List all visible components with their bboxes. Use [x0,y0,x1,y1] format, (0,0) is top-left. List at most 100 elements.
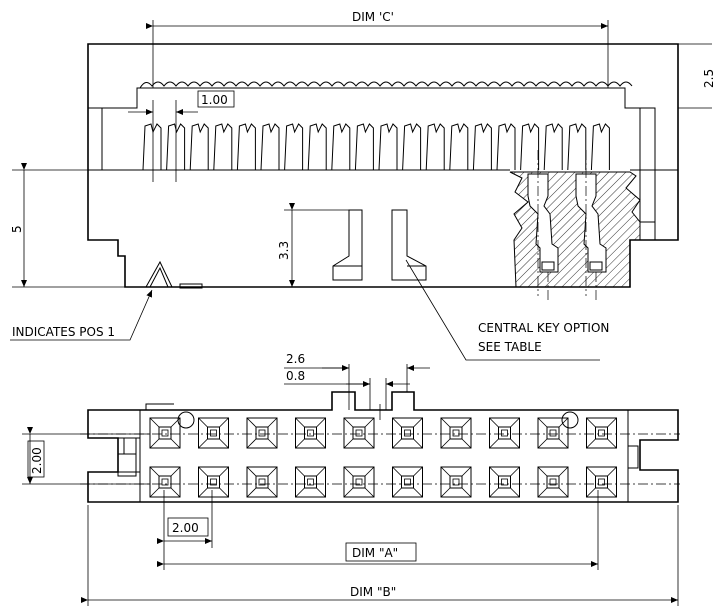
contact-tooth [260,123,280,171]
contact-tooth [472,123,492,171]
contact-cell-inner [255,475,269,489]
contact-cell-inner [595,475,608,489]
central-key-note-line1: CENTRAL KEY OPTION [478,321,609,335]
row-centerlines [80,433,680,485]
contact-cell-outer [295,417,326,449]
contact-cell [440,417,472,449]
contact-cell-core [501,478,508,486]
contact-cell [537,466,569,498]
dim-row-pitch-label: 2.00 [30,447,44,474]
contact-cell-core [210,429,217,437]
contact-cell [246,466,278,498]
contact-cell-inner [401,475,414,489]
contact-cell-inner [595,426,608,440]
dim-pitch-1: 1.00 [128,90,235,182]
contact-cell-core [161,478,169,486]
contact-cell-bevel [440,417,472,449]
contact-cell-inner [352,426,366,440]
dim-0-8-label: 0.8 [286,369,305,383]
contact-cell-bevel [295,466,326,498]
contact-cell-outer [149,466,181,498]
contact-tooth [402,123,422,171]
central-key-note-line2: SEE TABLE [478,340,542,354]
contact-cell-bevel [343,417,375,449]
pos1-callout: INDICATES POS 1 [10,289,153,341]
contact-tooth [331,123,351,171]
contact-cell-core [258,429,266,437]
contact-cell [440,466,472,498]
contact-tooth [142,123,162,171]
contact-cell-bevel [198,466,229,498]
dim-col-pitch-label: 2.00 [172,521,199,535]
contact-cell-core [598,478,605,486]
contact-tooth [449,123,469,171]
contact-cell-inner [498,475,511,489]
contact-cell-inner [401,426,414,440]
dim-0-8: 0.8 [284,369,410,420]
contact-slot-2 [589,261,603,271]
contact-cell-bevel [537,417,569,449]
contact-tooth [590,123,610,171]
dim-3-3-label: 3.3 [277,241,291,260]
dim-2-5: 2.5 [678,43,716,109]
contact-cell-core [549,429,557,437]
dim-col-pitch: 2.00 [157,490,213,570]
contact-cell-outer [489,417,520,449]
contact-centerlines [537,150,597,300]
contact-cell-bevel [537,466,569,498]
contact-cell-bevel [440,466,472,498]
contact-cell-core [452,478,460,486]
contact-cell-outer [246,417,278,449]
contact-cell-core [549,478,557,486]
dim-row-pitch: 2.00 [22,427,150,485]
contact-cell-bevel [489,466,520,498]
contact-tooth [236,123,256,171]
dim-3-3: 3.3 [277,203,349,287]
latch-left-top [123,437,137,455]
contact-cell-outer [586,466,617,498]
contact-cell-inner [546,475,560,489]
plan-view [80,391,680,503]
contact-teeth [142,123,610,171]
contact-cell [489,417,520,449]
contact-cell-inner [255,426,269,440]
contact-cell-bevel [198,417,229,449]
contact-cell-core [161,429,169,437]
contact-cell-core [355,429,363,437]
contact-tooth [543,123,563,171]
contact-cell-outer [440,466,472,498]
contact-cell-core [258,478,266,486]
contact-tooth [213,123,233,171]
contact-cell-outer [295,466,326,498]
dim-2-5-label: 2.5 [702,69,716,88]
contact-cell-bevel [489,417,520,449]
contact-cell-bevel [149,417,181,449]
contact-cell-inner [449,426,463,440]
contact-cell-core [598,429,605,437]
contact-cell-core [307,429,314,437]
dim-5: 5 [10,163,125,288]
contact-cell [198,417,229,449]
contact-cell-outer [440,417,472,449]
dim-pitch-1-label: 1.00 [201,93,228,107]
contact-cell-bevel [586,417,617,449]
contact-tooth [354,123,374,171]
contact-cell-outer [392,417,423,449]
contact-tooth [496,123,516,171]
contact-cell-inner [546,426,560,440]
contact-cell-outer [246,466,278,498]
dim-a: DIM "A" [157,490,599,570]
contact-cell-outer [392,466,423,498]
contact-cell [295,417,326,449]
dim-2-6: 2.6 [284,352,430,410]
contact-cell-outer [489,466,520,498]
contact-cell-outer [537,417,569,449]
contact-tooth [166,123,186,171]
contact-cell-outer [343,466,375,498]
contact-cell-inner [449,475,463,489]
contact-tooth [425,123,445,171]
pos1-note: INDICATES POS 1 [12,325,115,339]
contact-cell-inner [158,426,172,440]
central-key-right [391,209,427,281]
contact-cell [586,466,617,498]
